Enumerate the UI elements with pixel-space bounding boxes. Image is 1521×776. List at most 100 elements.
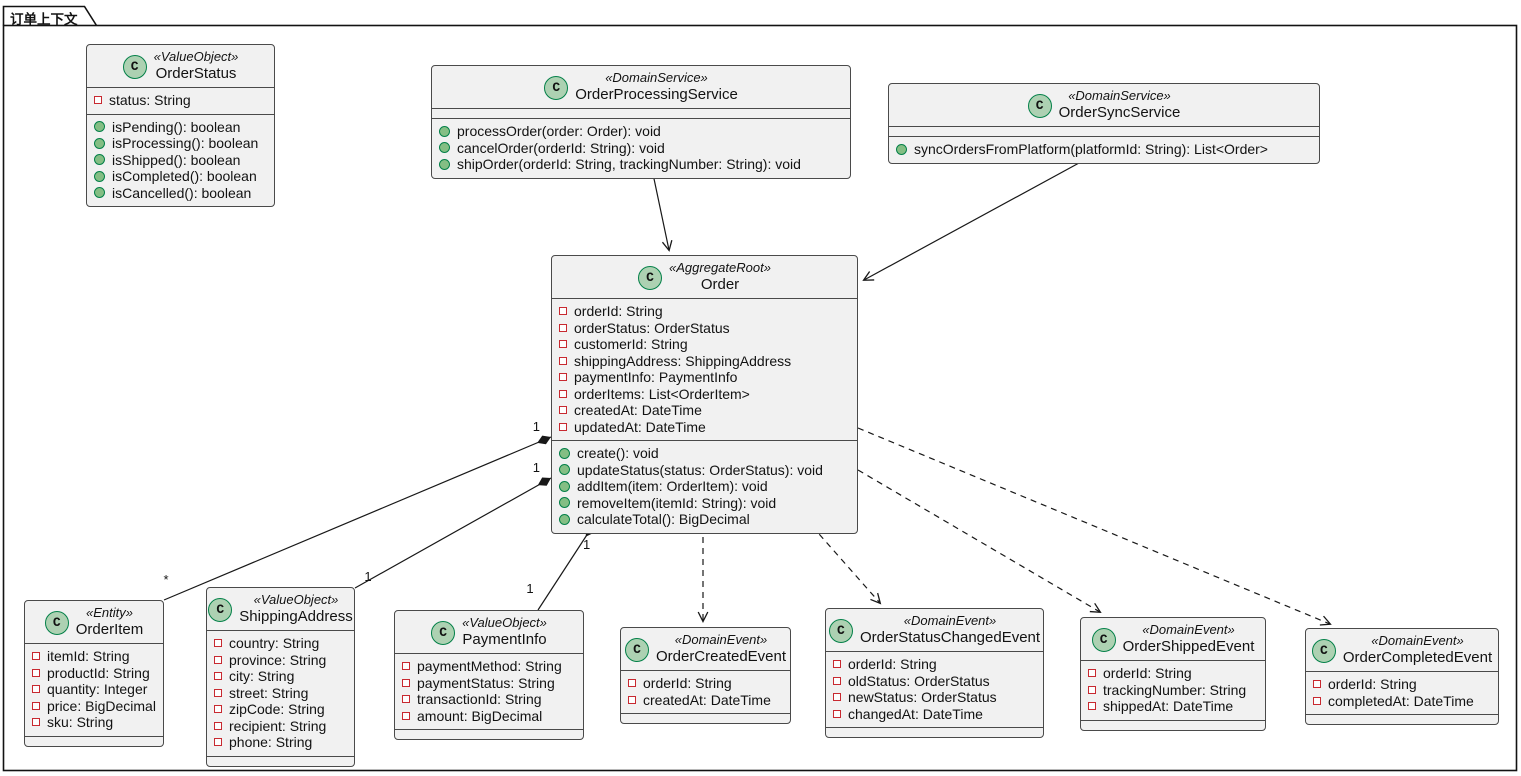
attribute: orderId: String (574, 303, 663, 319)
attribute: zipCode: String (229, 701, 325, 717)
field-icon (32, 685, 40, 694)
class-header: C «DomainEvent» OrderStatusChangedEvent (826, 609, 1043, 651)
field-icon (1088, 669, 1096, 678)
frame-title: 订单上下文 (10, 12, 78, 27)
multiplicity-label: 1 (533, 419, 540, 434)
class-header: C «AggregateRoot» Order (552, 256, 857, 298)
dependency-order-to-status-changed-event (811, 525, 882, 605)
attribute: city: String (229, 668, 295, 684)
method-icon (559, 497, 570, 509)
stereotype: «DomainEvent» (903, 613, 997, 628)
class-name: PaymentInfo (462, 631, 547, 649)
method: isShipped(): boolean (112, 151, 241, 168)
methods-compartment: isPending(): boolean isProcessing(): boo… (87, 113, 274, 207)
methods-compartment: create(): void updateStatus(status: Orde… (552, 440, 857, 533)
frame-tab (2, 5, 98, 26)
attribute: orderItems: List<OrderItem> (574, 385, 750, 402)
attributes-compartment: itemId: String productId: String quantit… (25, 643, 163, 736)
method-icon (439, 158, 450, 170)
method: isCancelled(): boolean (112, 184, 252, 201)
class-header: C «ValueObject» ShippingAddress (207, 588, 354, 630)
field-icon (32, 718, 40, 727)
attributes-compartment: orderId: String createdAt: DateTime (621, 670, 790, 713)
class-name: OrderCreatedEvent (655, 648, 787, 666)
attribute: trackingNumber: String (1103, 681, 1247, 698)
attribute: paymentStatus: String (417, 674, 555, 691)
class-name: OrderStatusChangedEvent (859, 629, 1041, 647)
stereotype: «DomainService» (1068, 88, 1171, 103)
class-icon: C (431, 620, 456, 645)
stereotype: «DomainEvent» (1371, 633, 1464, 648)
attribute: createdAt: DateTime (574, 402, 702, 418)
attribute: orderId: String (643, 675, 732, 691)
field-icon (559, 307, 567, 316)
field-icon (559, 389, 567, 398)
attribute: price: BigDecimal (47, 697, 156, 714)
class-icon: C (544, 75, 569, 100)
field-icon (833, 709, 841, 718)
field-icon (559, 323, 567, 332)
multiplicity-label: 1 (364, 569, 371, 584)
dependency-order-to-shipped-event (857, 469, 1102, 613)
field-icon (214, 688, 222, 697)
composition-order-paymentinfo (537, 523, 595, 611)
method-icon (94, 187, 105, 199)
field-icon (32, 652, 40, 661)
composition-diamond-icon (537, 435, 551, 445)
field-icon (94, 96, 102, 105)
composition-diamond-icon (537, 477, 551, 486)
empty-methods-compartment (1081, 719, 1265, 730)
method: processOrder(order: Order): void (457, 123, 661, 139)
class-ordershippedevent: C «DomainEvent» OrderShippedEvent orderI… (1080, 617, 1266, 731)
empty-attributes-compartment (889, 126, 1319, 136)
class-shippingaddress: C «ValueObject» ShippingAddress country:… (206, 587, 355, 767)
method-icon (94, 121, 105, 133)
stereotype: «ValueObject» (153, 49, 239, 64)
attribute: transactionId: String (417, 691, 542, 707)
multiplicity-label: 1 (533, 460, 540, 475)
field-icon (628, 695, 636, 704)
attribute: recipient: String (229, 717, 327, 734)
method-icon (559, 464, 570, 476)
empty-methods-compartment (621, 713, 790, 723)
class-ordercompletedevent: C «DomainEvent» OrderCompletedEvent orde… (1305, 628, 1499, 725)
class-orderitem: C «Entity» OrderItem itemId: String prod… (24, 600, 164, 747)
stereotype: «ValueObject» (462, 615, 547, 630)
attribute: orderStatus: OrderStatus (574, 319, 730, 336)
attribute: oldStatus: OrderStatus (848, 672, 990, 689)
attribute: amount: BigDecimal (417, 707, 543, 724)
class-header: C «DomainEvent» OrderCompletedEvent (1306, 629, 1498, 671)
method: updateStatus(status: OrderStatus): void (577, 461, 823, 478)
empty-methods-compartment (25, 735, 163, 746)
attribute: status: String (109, 92, 191, 108)
arrow-processing-service-to-order (652, 173, 673, 252)
class-order: C «AggregateRoot» Order orderId: String … (551, 255, 858, 534)
attribute: quantity: Integer (47, 681, 148, 697)
attribute: customerId: String (574, 336, 688, 352)
method-icon (439, 125, 450, 137)
field-icon (1088, 702, 1096, 711)
attribute: province: String (229, 651, 327, 668)
class-header: C «Entity» OrderItem (25, 601, 163, 643)
method-icon (559, 513, 570, 525)
class-name: OrderProcessingService (575, 86, 738, 104)
field-icon (402, 711, 410, 720)
stereotype: «DomainEvent» (674, 632, 768, 647)
class-header: C «DomainService» OrderSyncService (889, 84, 1319, 126)
attribute: paymentInfo: PaymentInfo (574, 369, 738, 385)
method-icon (94, 170, 105, 182)
class-orderstatus: C «ValueObject» OrderStatus status: Stri… (86, 44, 275, 207)
stereotype: «Entity» (86, 605, 133, 620)
method: isProcessing(): boolean (112, 135, 259, 151)
class-name: OrderSyncService (1058, 104, 1181, 122)
stereotype: «DomainService» (605, 70, 708, 85)
field-icon (1313, 696, 1321, 705)
multiplicity-label: 1 (583, 537, 590, 552)
attribute: orderId: String (848, 656, 937, 672)
dependency-order-to-completed-event (857, 427, 1332, 626)
field-icon (559, 422, 567, 431)
class-name: OrderShippedEvent (1122, 638, 1255, 656)
attribute: paymentMethod: String (417, 658, 562, 674)
field-icon (214, 738, 222, 747)
class-header: C «ValueObject» PaymentInfo (395, 611, 583, 653)
